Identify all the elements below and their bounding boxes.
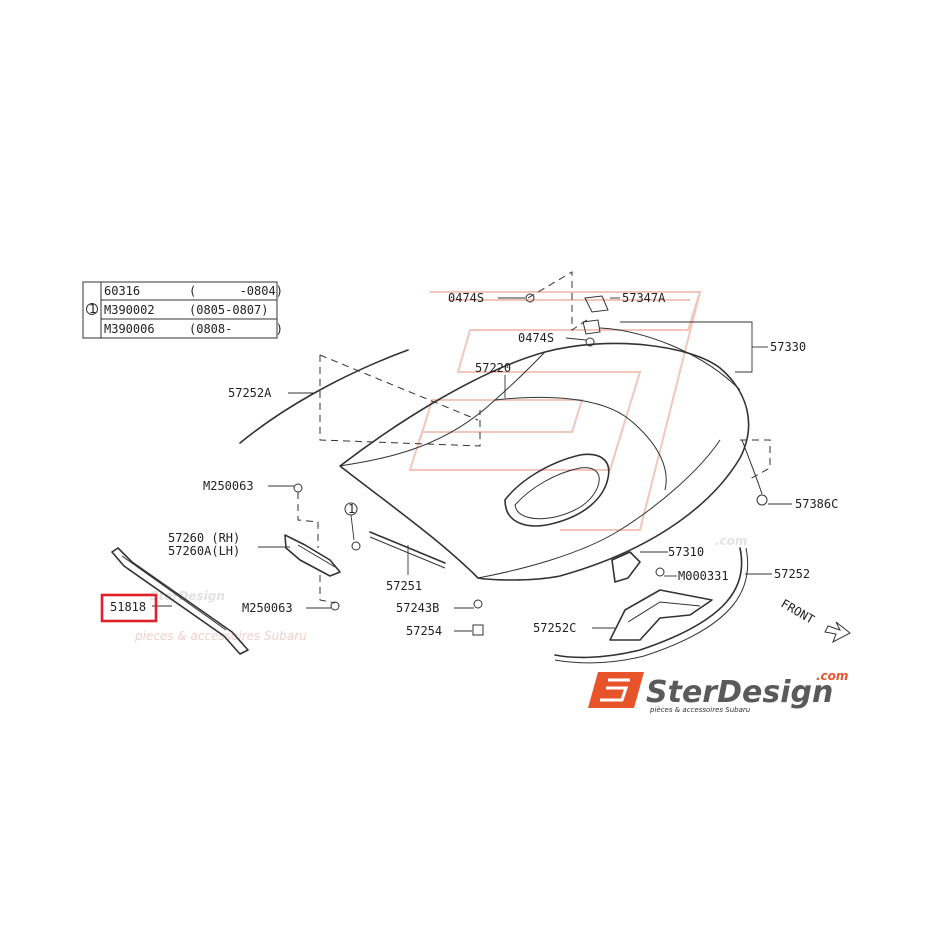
callout-51818: 51818: [110, 600, 146, 614]
callout-0474s: 0474S: [448, 291, 484, 305]
latch-area: [525, 271, 771, 506]
callout-57243b: 57243B: [396, 601, 439, 615]
variant-table-marker: 1: [89, 302, 96, 316]
callout-0474s: 0474S: [518, 331, 554, 345]
variant-row-range: ( -0804): [189, 284, 283, 298]
logo-dotcom: .com: [816, 669, 848, 683]
logo-badge-icon: [588, 672, 644, 708]
callout-57251: 57251: [386, 579, 422, 593]
watermark-monogram: [408, 291, 702, 531]
logo-tagline: pièces & accessoires Subaru: [649, 706, 751, 714]
hood-hinge: [284, 483, 341, 611]
variant-row-part: M390006: [104, 322, 155, 336]
callout-57386c: 57386C: [795, 497, 838, 511]
watermark-tagline: pieces & accessoires Subaru: [134, 629, 307, 643]
variant-table: 1 60316 ( -0804) M390002 (0805-0807) M39…: [82, 281, 283, 339]
callout-57252c: 57252C: [533, 621, 576, 635]
logo-brand: SterDesign: [646, 675, 833, 710]
seal-57252a: [239, 349, 481, 447]
watermark-brand: SterDesign: [150, 589, 225, 603]
callout-57260-rh: 57260 (RH): [168, 531, 240, 545]
variant-row-part: 60316: [104, 284, 140, 298]
callout-57310: 57310: [668, 545, 704, 559]
watermark-dotcom: .com: [715, 534, 747, 548]
front-indicator: FRONT: [779, 596, 851, 644]
callout-57254: 57254: [406, 624, 442, 638]
callout-57252: 57252: [774, 567, 810, 581]
sterdesign-logo: SterDesign .com pièces & accessoires Sub…: [588, 669, 848, 714]
hood-stay: 1: [344, 502, 484, 636]
watermark: SterDesign .com pieces & accessoires Sub…: [134, 291, 747, 643]
callout-57260a-lh: 57260A(LH): [168, 544, 240, 558]
circle-marker: 1: [348, 502, 355, 516]
highlight-box: [100, 593, 158, 623]
front-arrow-icon: [824, 621, 851, 644]
callout-m000331: M000331: [678, 569, 729, 583]
leader-lines: [152, 297, 792, 632]
variant-row-range: (0808- ): [189, 322, 283, 336]
weatherstrip-51818: [111, 547, 249, 655]
callout-57220: 57220: [475, 361, 511, 375]
bracket-57252c: [609, 589, 713, 641]
front-seal-57252: [554, 547, 749, 664]
callout-m250063: M250063: [203, 479, 254, 493]
callout-m250063: M250063: [242, 601, 293, 615]
hood-latch: [611, 551, 665, 583]
variant-row-part: M390002: [104, 303, 155, 317]
callout-57330: 57330: [770, 340, 806, 354]
callout-57347a: 57347A: [622, 291, 666, 305]
callouts: 0474S 57347A 0474S 57330 57252A 57220 M2…: [110, 291, 838, 638]
front-label: FRONT: [779, 596, 817, 626]
hood-panel: [339, 342, 750, 581]
callout-57252a: 57252A: [228, 386, 272, 400]
variant-row-range: (0805-0807): [189, 303, 268, 317]
